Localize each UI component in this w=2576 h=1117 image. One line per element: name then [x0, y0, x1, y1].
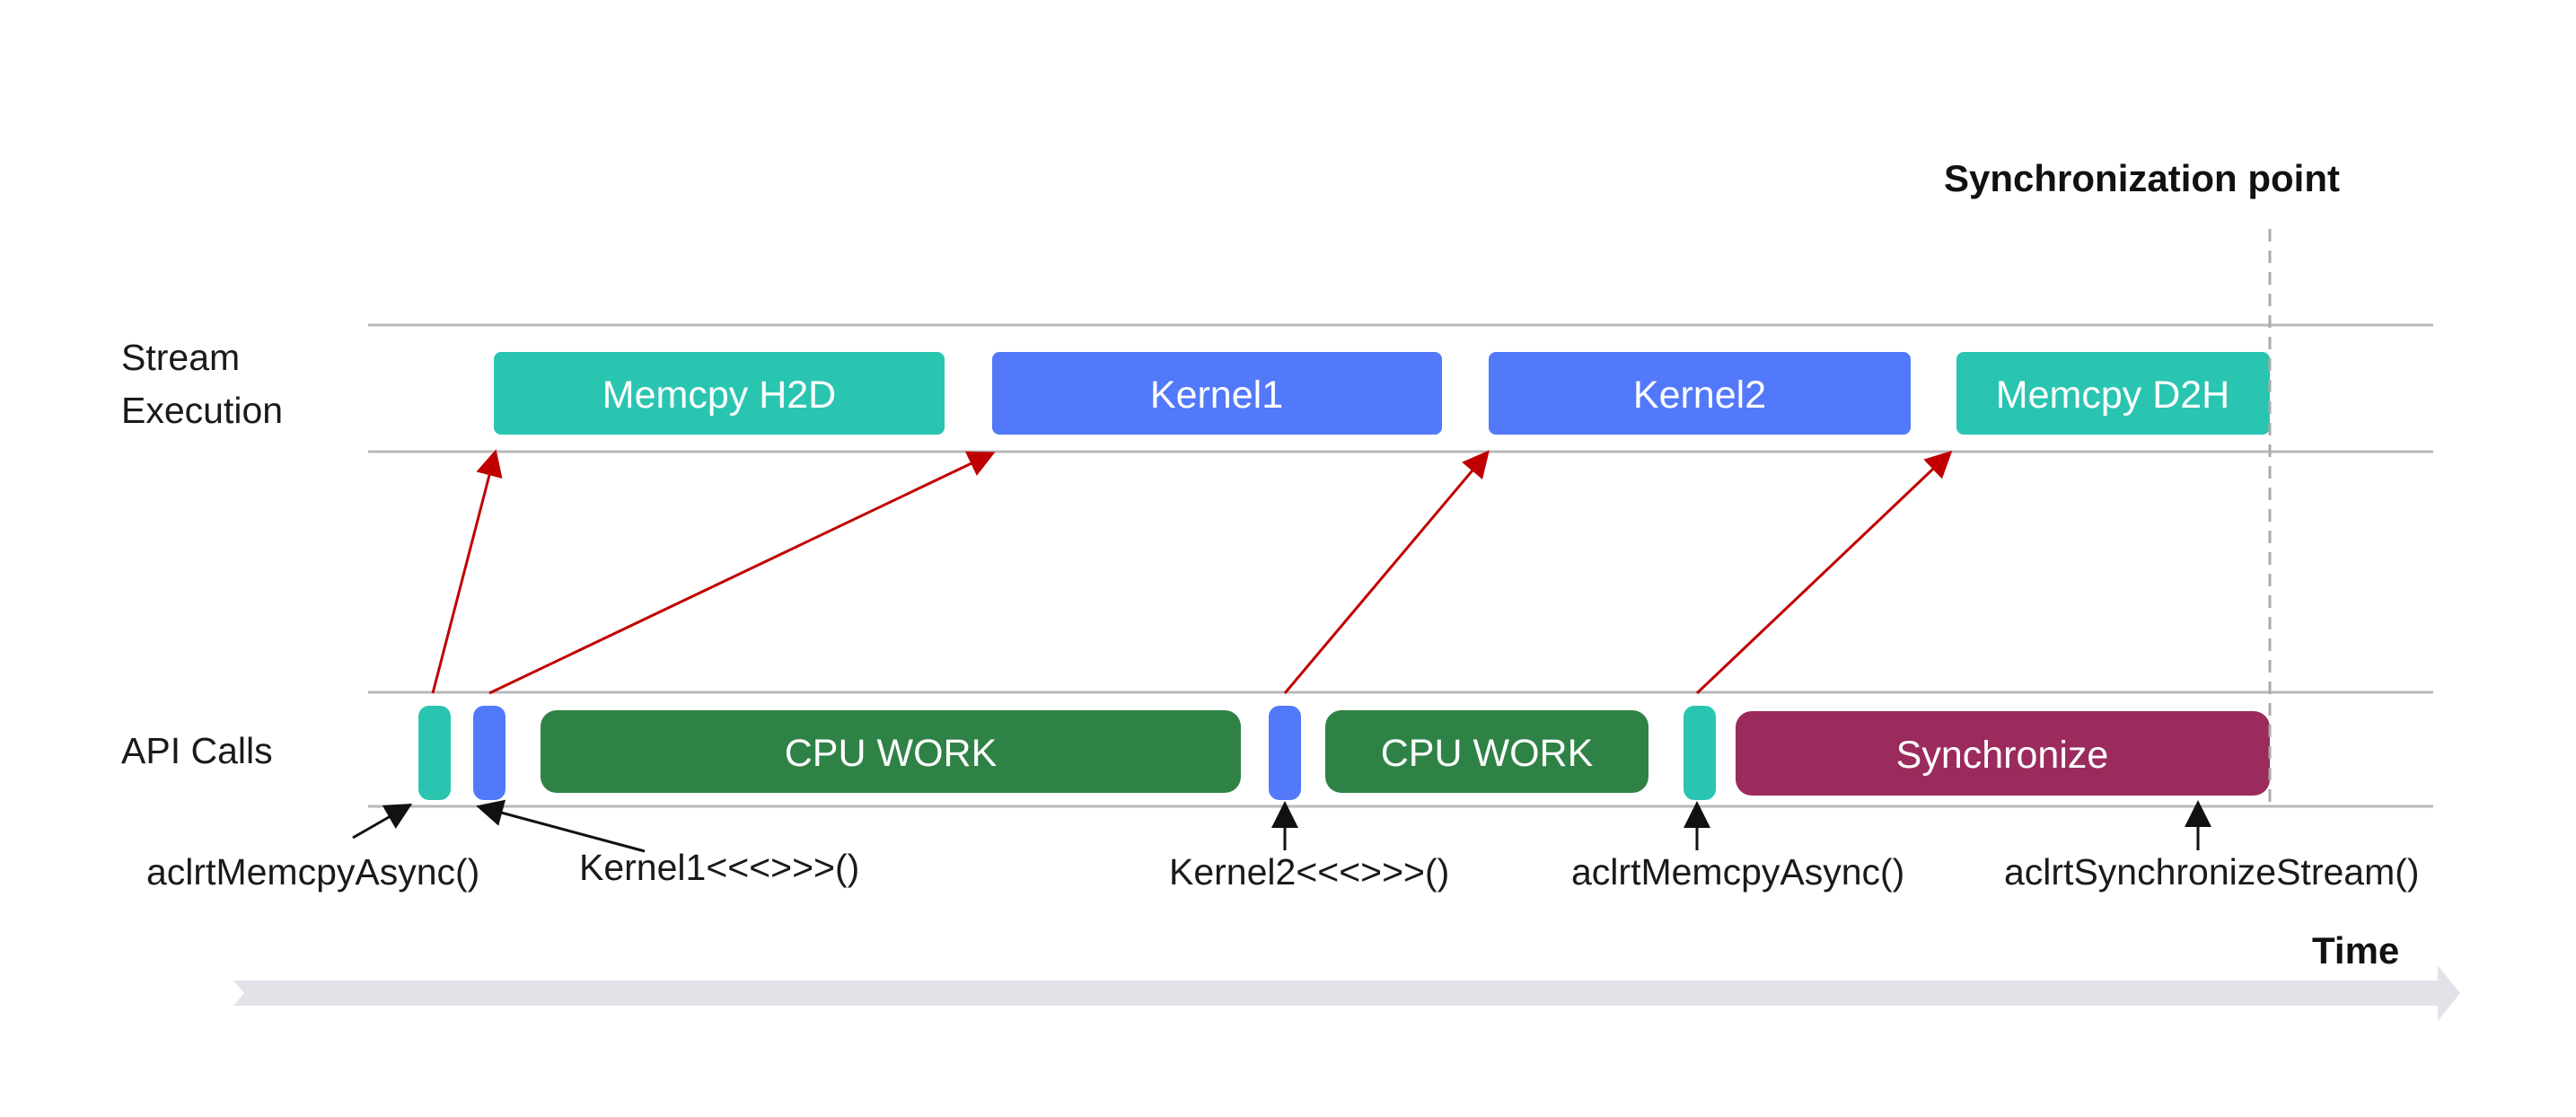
- pointer-arrow-memcpy-async-1: [352, 804, 413, 840]
- api-label-synchronize-stream: aclrtSynchronizeStream(): [2004, 851, 2420, 893]
- stream-block-label: Memcpy D2H: [1996, 374, 2229, 417]
- api-label-memcpy-async-2: aclrtMemcpyAsync(): [1571, 851, 1904, 893]
- stream-block-label: Kernel2: [1633, 374, 1766, 417]
- stream-block-kernel2: Kernel2: [1489, 352, 1911, 435]
- pointer-arrow-kernel1: [476, 799, 646, 853]
- api-label-kernel1: Kernel1<<<>>>(): [579, 847, 859, 888]
- api-block-cpu-work-1: CPU WORK: [541, 710, 1241, 793]
- issue-arrow-memcpy-h2d: [431, 449, 503, 694]
- stream-lane-label-line2: Execution: [121, 390, 283, 431]
- api-lane-label: API Calls: [121, 730, 273, 771]
- issue-arrow-memcpy-d2h: [1695, 450, 1953, 695]
- api-label-memcpy-async-1: aclrtMemcpyAsync(): [146, 851, 479, 893]
- stream-block-memcpy-h2d: Memcpy H2D: [494, 352, 945, 435]
- api-block-cpu-work-2: CPU WORK: [1325, 710, 1648, 793]
- api-label-kernel2: Kernel2<<<>>>(): [1169, 851, 1449, 893]
- api-block-kernel2-launch: [1269, 706, 1301, 800]
- time-label: Time: [2312, 929, 2399, 972]
- stream-block-label: Kernel1: [1150, 374, 1283, 417]
- api-block-memcpy-async-1: [418, 706, 451, 800]
- issue-arrow-kernel2: [1283, 450, 1490, 694]
- issue-arrow-kernel1: [488, 451, 996, 695]
- api-block-label: CPU WORK: [785, 732, 998, 775]
- api-block-synchronize: Synchronize: [1736, 711, 2270, 796]
- sync-point-label: Synchronization point: [1944, 157, 2340, 199]
- api-block-label: CPU WORK: [1381, 732, 1594, 775]
- time-axis-arrow: [233, 965, 2460, 1021]
- api-block-label: Synchronize: [1896, 734, 2109, 777]
- api-block-kernel1-launch: [473, 706, 506, 800]
- stream-block-label: Memcpy H2D: [602, 374, 836, 417]
- stream-block-memcpy-d2h: Memcpy D2H: [1956, 352, 2270, 435]
- api-block-memcpy-async-2: [1684, 706, 1716, 800]
- stream-lane-label-line1: Stream: [121, 337, 240, 378]
- stream-block-kernel1: Kernel1: [992, 352, 1442, 435]
